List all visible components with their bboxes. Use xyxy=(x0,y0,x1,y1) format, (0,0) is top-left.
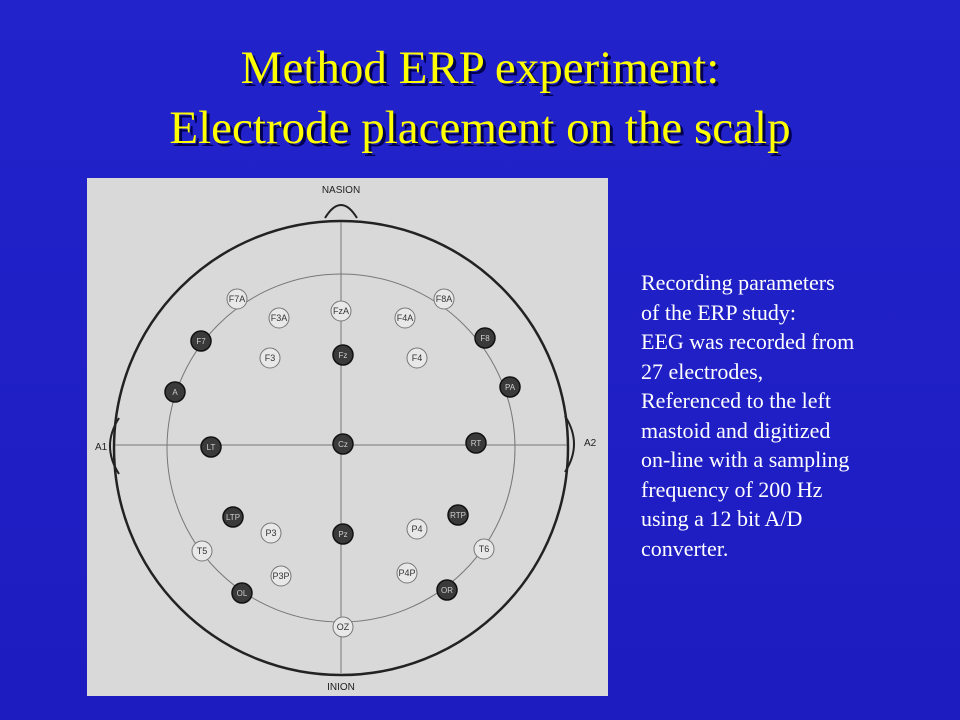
electrode-placement-diagram: NASION INION A1 A2 F7A FzA F8A F3A xyxy=(87,178,608,696)
electrode-PA: PA xyxy=(499,376,521,398)
svg-text:F7: F7 xyxy=(196,337,206,346)
svg-text:P4P: P4P xyxy=(398,568,415,578)
svg-text:RTP: RTP xyxy=(450,511,466,520)
svg-text:Cz: Cz xyxy=(338,440,348,449)
electrode-Fz: Fz xyxy=(332,344,354,366)
svg-text:T5: T5 xyxy=(197,546,208,556)
params-line: frequency of 200 Hz xyxy=(641,476,823,502)
params-line: using a 12 bit A/D xyxy=(641,506,803,531)
svg-text:F3A: F3A xyxy=(271,313,288,323)
slide-title: Method ERP experiment: Electrode placeme… xyxy=(0,38,960,158)
svg-text:F8: F8 xyxy=(480,334,490,343)
electrode-F4: F4 xyxy=(406,347,428,369)
electrode-RT: RT xyxy=(465,432,487,454)
svg-text:OL: OL xyxy=(237,589,248,598)
svg-text:A: A xyxy=(172,388,178,397)
electrode-F7A: F7A xyxy=(226,288,248,310)
a2-label: A2 xyxy=(584,438,597,449)
svg-text:T6: T6 xyxy=(479,544,490,554)
svg-text:F4A: F4A xyxy=(397,313,414,323)
svg-text:LT: LT xyxy=(207,443,216,452)
params-line: of the ERP study: xyxy=(641,299,797,325)
electrode-A: A xyxy=(164,381,186,403)
svg-text:Fz: Fz xyxy=(339,351,348,360)
svg-text:F4: F4 xyxy=(412,353,423,363)
electrode-OL: OL xyxy=(231,582,253,604)
svg-text:P4: P4 xyxy=(411,524,422,534)
electrode-F3A: F3A xyxy=(268,307,290,329)
electrode-RTP: RTP xyxy=(447,504,469,526)
svg-text:LTP: LTP xyxy=(226,513,240,522)
svg-text:PA: PA xyxy=(505,383,516,392)
electrode-P3P: P3P xyxy=(270,565,292,587)
svg-text:Pz: Pz xyxy=(338,530,347,539)
params-line: 27 electrodes, xyxy=(641,358,764,384)
electrode-OR: OR xyxy=(436,579,458,601)
electrode-P4: P4 xyxy=(406,518,428,540)
electrode-F4A: F4A xyxy=(394,307,416,329)
electrode-Pz: Pz xyxy=(332,523,354,545)
electrode-F8A: F8A xyxy=(433,288,455,310)
params-line: mastoid and digitized xyxy=(641,417,831,443)
electrode-Cz: Cz xyxy=(332,433,354,455)
svg-text:F3: F3 xyxy=(265,353,276,363)
electrode-OZ: OZ xyxy=(332,616,354,638)
electrode-FzA: FzA xyxy=(330,300,352,322)
electrode-LTP: LTP xyxy=(222,506,244,528)
title-line-1: Method ERP experiment: xyxy=(240,42,720,94)
scalp-map: NASION INION A1 A2 F7A FzA F8A F3A xyxy=(95,185,597,693)
params-line: Recording parameters xyxy=(641,270,835,295)
nose xyxy=(324,204,358,219)
electrode-F7: F7 xyxy=(190,330,212,352)
params-line: on-line with a sampling xyxy=(641,447,850,472)
svg-text:FzA: FzA xyxy=(333,306,349,316)
electrode-P4P: P4P xyxy=(396,562,418,584)
electrode-LT: LT xyxy=(200,436,222,458)
svg-text:OZ: OZ xyxy=(337,622,350,632)
electrode-F8: F8 xyxy=(474,327,496,349)
electrode-P3: P3 xyxy=(260,522,282,544)
head-outline xyxy=(112,219,570,677)
electrode-F3: F3 xyxy=(259,347,281,369)
params-line: converter. xyxy=(641,535,729,561)
svg-text:OR: OR xyxy=(441,586,453,595)
svg-text:P3: P3 xyxy=(265,528,276,538)
svg-text:F8A: F8A xyxy=(436,294,453,304)
params-line: EEG was recorded from xyxy=(641,329,855,354)
electrode-T6: T6 xyxy=(473,538,495,560)
svg-text:F7A: F7A xyxy=(229,294,246,304)
svg-text:RT: RT xyxy=(471,439,482,448)
svg-text:P3P: P3P xyxy=(272,571,289,581)
title-line-2: Electrode placement on the scalp xyxy=(169,102,791,154)
nasion-label: NASION xyxy=(322,185,360,196)
params-line: Referenced to the left xyxy=(641,388,831,413)
a1-label: A1 xyxy=(95,442,108,453)
electrode-T5: T5 xyxy=(191,540,213,562)
inion-label: INION xyxy=(327,682,355,693)
recording-parameters: Recording parameters of the ERP study: E… xyxy=(641,268,953,563)
